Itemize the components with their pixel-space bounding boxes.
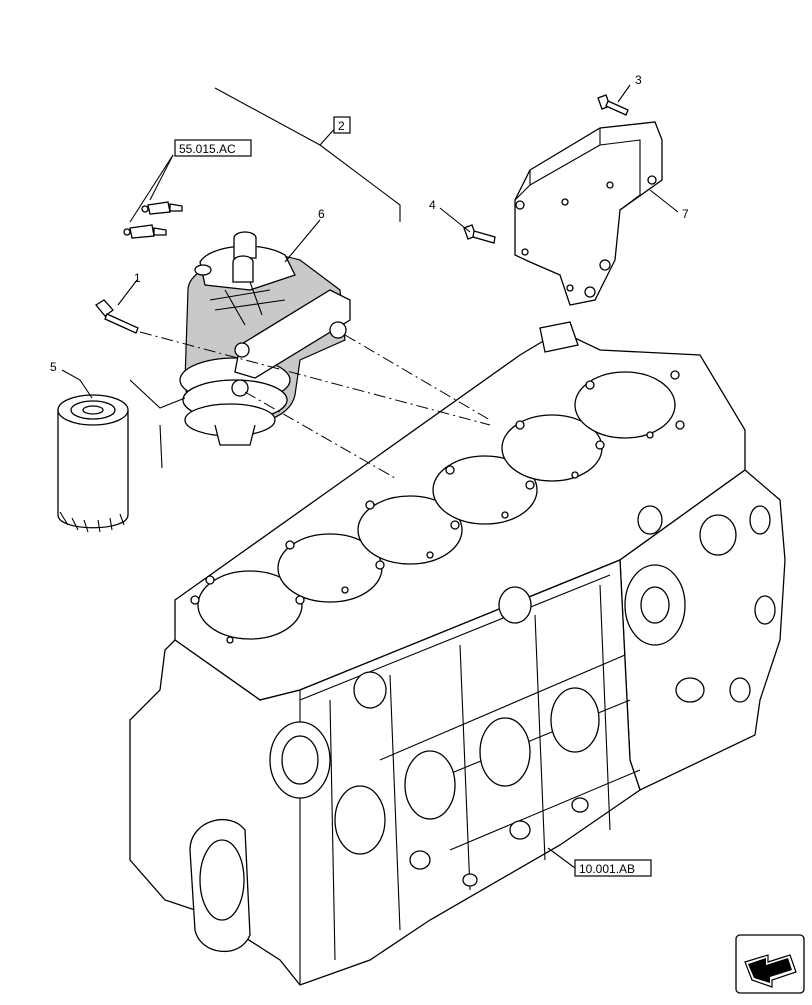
callout-5[interactable]: 5 [50,360,57,374]
bolt-item-1 [95,299,139,334]
bolt-alignment-line [139,331,491,426]
callout-7[interactable]: 7 [682,207,689,221]
callout-2-box[interactable]: 2 [333,116,351,134]
callout-2: 2 [338,119,345,133]
sensor-ref-text: 55.015.AC [179,142,236,156]
sensor-ref-label[interactable]: 55.015.AC [174,139,252,157]
housing-bracket-line-2 [159,424,163,469]
housing-bracket-line [129,379,186,409]
block-ref-label[interactable]: 10.001.AB [574,859,652,877]
mounting-bracket [514,121,663,306]
callout-leaders [61,84,679,869]
arm-alignment-line [344,334,491,421]
bolt-item-3 [597,94,629,116]
filter-head-housing [179,231,351,446]
callout-4[interactable]: 4 [429,198,436,212]
head-bolt-holes [190,370,685,644]
callout-1[interactable]: 1 [134,271,141,285]
sensors [123,201,183,239]
bolt-item-4 [463,224,496,244]
oil-filter-cartridge [57,394,129,533]
engine-block [129,321,786,986]
callout-3[interactable]: 3 [635,73,642,87]
block-ref-text: 10.001.AB [579,862,635,876]
callout-6[interactable]: 6 [318,207,325,221]
next-page-arrow-icon[interactable] [735,934,805,994]
housing-alignment-line [244,391,396,479]
